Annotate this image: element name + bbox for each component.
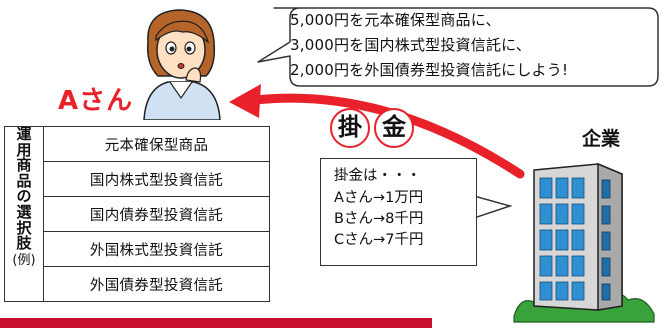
speech-bubble [257, 7, 659, 87]
side-char: の [16, 187, 32, 206]
option-item: 外国株式型投資信託 [43, 231, 270, 267]
note-pointer [474, 195, 512, 219]
side-char: 択 [16, 218, 32, 237]
person-illustration [143, 9, 221, 120]
side-char: 用 [16, 140, 32, 159]
side-char: 運 [16, 125, 32, 143]
note-line: Aさん→1万円 [334, 190, 424, 206]
investment-options-table: 運 用 商 品 の 選 択 肢 (例) 元本確保型商品 国内株式型投資信託 国内… [4, 126, 270, 302]
bottom-red-bar [0, 318, 432, 328]
option-item: 国内株式型投資信託 [43, 161, 270, 197]
option-item: 国内債券型投資信託 [43, 196, 270, 232]
note-line: Bさん→8千円 [334, 211, 424, 227]
note-line: 掛金は・・・ [334, 168, 421, 184]
side-char: 選 [16, 202, 32, 221]
side-char: 品 [16, 171, 32, 190]
note-line: Cさん→7千円 [334, 232, 424, 248]
bubble-line-1: 5,000円を元本確保型商品に、 [290, 11, 501, 29]
kakekin-badge-1: 掛 [330, 108, 370, 148]
bubble-line-2: 3,000円を国内株式型投資信託に、 [290, 36, 532, 54]
building-illustration [513, 162, 655, 323]
side-label-note: (例) [12, 252, 36, 268]
option-item: 元本確保型商品 [43, 126, 270, 162]
bubble-line-3: 2,000円を外国債券型投資信託にしよう! [290, 61, 569, 79]
side-char: 肢 [16, 234, 32, 253]
person-name: Aさん [58, 86, 134, 116]
option-item: 外国債券型投資信託 [43, 266, 270, 302]
contribution-note-box [320, 158, 477, 266]
company-label: 企業 [582, 128, 621, 150]
kakekin-badge-2: 金 [374, 108, 414, 148]
options-side-label: 運 用 商 品 の 選 択 肢 (例) [4, 125, 44, 302]
side-char: 商 [16, 156, 32, 175]
